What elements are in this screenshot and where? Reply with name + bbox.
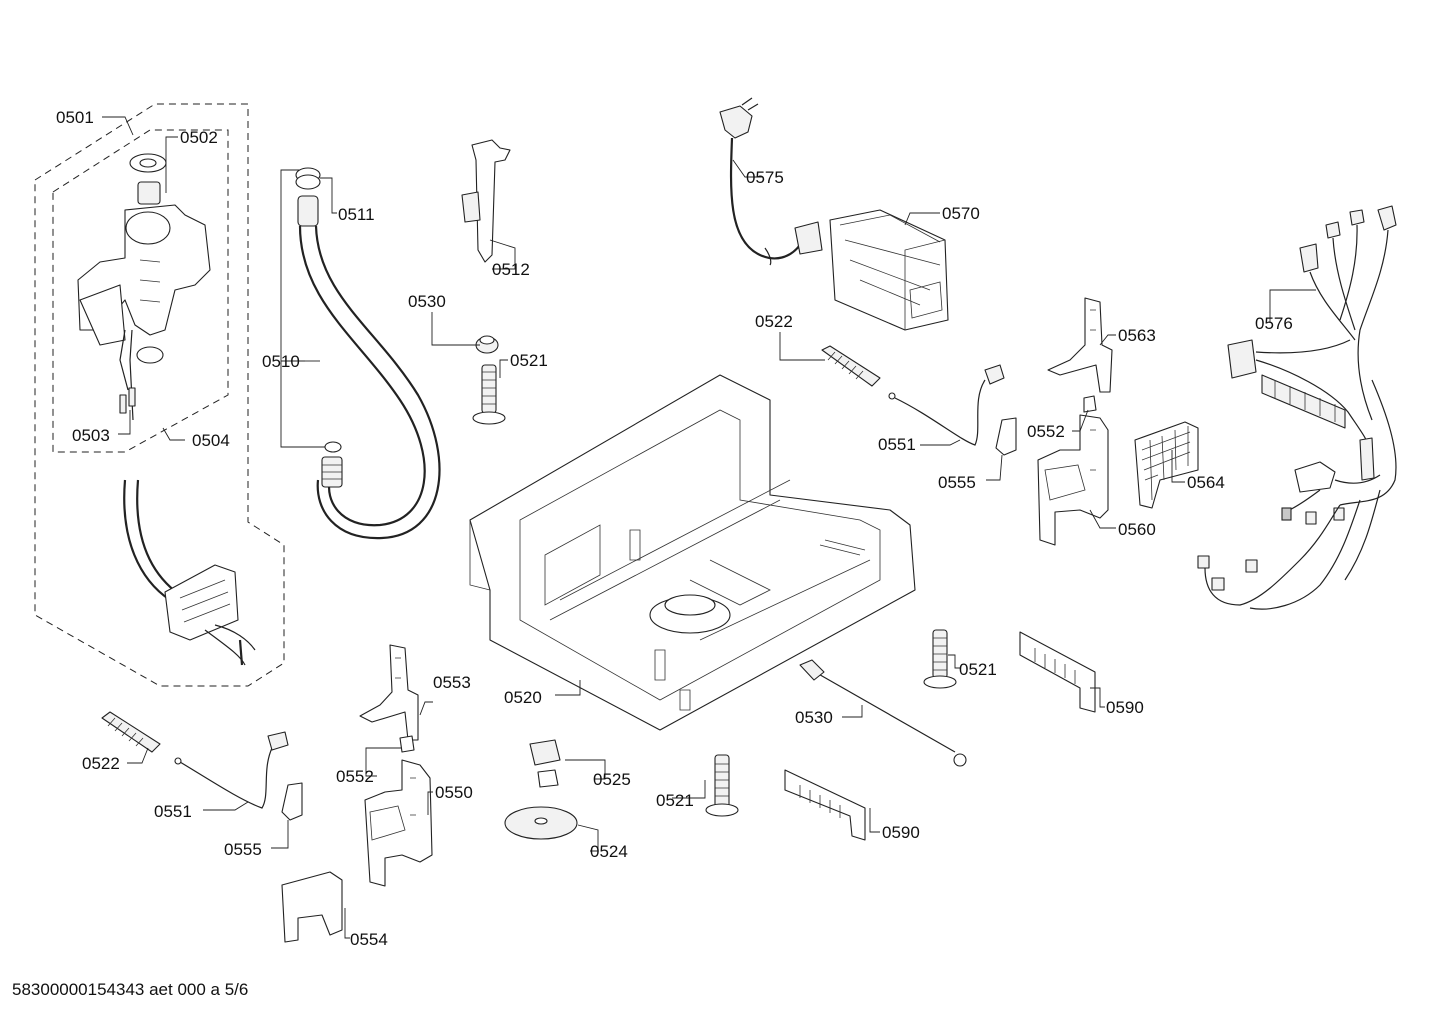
part-0555-clip-bottom <box>281 782 303 821</box>
label-0560: 0560 <box>1118 520 1156 539</box>
part-0552-clip-right <box>1083 395 1097 413</box>
part-0563-hinge-top <box>1047 297 1113 393</box>
part-0521-foot-a <box>472 364 506 425</box>
label-0554: 0554 <box>350 930 388 949</box>
label-0563: 0563 <box>1118 326 1156 345</box>
part-0554-bracket <box>281 871 343 943</box>
part-0551-wire-bottom <box>174 731 289 809</box>
label-0555-top: 0555 <box>938 473 976 492</box>
label-0551-bottom: 0551 <box>154 802 192 821</box>
part-0511-clamp <box>295 167 321 190</box>
label-0530-bottom: 0530 <box>795 708 833 727</box>
label-0524: 0524 <box>590 842 628 861</box>
label-0512: 0512 <box>492 260 530 279</box>
label-0550: 0550 <box>435 783 473 802</box>
part-labels: 0501 0502 0503 0504 0510 0511 0512 0530 … <box>56 108 1293 949</box>
part-0553-hinge-left <box>359 644 419 741</box>
part-0551-wire-top <box>888 364 1005 446</box>
part-0522-spring-top <box>821 345 881 387</box>
part-0512-bracket <box>461 139 511 263</box>
label-0570: 0570 <box>942 204 980 223</box>
label-0552-left: 0552 <box>336 767 374 786</box>
part-0576-harness <box>1197 205 1397 610</box>
label-0553: 0553 <box>433 673 471 692</box>
label-0501: 0501 <box>56 108 94 127</box>
assembly-group-0501 <box>34 103 285 687</box>
label-0504: 0504 <box>192 431 230 450</box>
document-footer-id: 58300000154343 aet 000 a 5/6 <box>12 980 249 999</box>
part-0555-clip-top <box>995 417 1017 456</box>
part-0504-hose <box>123 479 256 666</box>
label-0503: 0503 <box>72 426 110 445</box>
label-0564: 0564 <box>1187 473 1225 492</box>
leader-lines <box>102 116 1316 939</box>
part-inlet-valve <box>77 181 211 421</box>
label-0576: 0576 <box>1255 314 1293 333</box>
part-0570-module <box>829 209 949 331</box>
part-0530-rod <box>799 659 967 767</box>
part-0550-hinge-left <box>364 759 433 887</box>
label-0525: 0525 <box>593 770 631 789</box>
part-0520-base <box>469 374 916 731</box>
part-0530-knob <box>475 335 499 354</box>
label-0555-bottom: 0555 <box>224 840 262 859</box>
part-0560-hinge-right <box>1037 414 1109 546</box>
label-0520: 0520 <box>504 688 542 707</box>
part-0575-power-cord <box>719 97 823 266</box>
label-0502: 0502 <box>180 128 218 147</box>
part-0521-foot-c <box>705 754 739 817</box>
part-0522-spring-bottom <box>101 711 161 753</box>
part-0502-ring <box>129 153 167 173</box>
label-0522-bottom: 0522 <box>82 754 120 773</box>
part-0590-grille-top <box>1019 631 1096 713</box>
label-0590-top: 0590 <box>1106 698 1144 717</box>
label-0575: 0575 <box>746 168 784 187</box>
label-0590-bottom: 0590 <box>882 823 920 842</box>
part-0521-foot-b <box>923 629 957 689</box>
label-0510: 0510 <box>262 352 300 371</box>
label-0551-top: 0551 <box>878 435 916 454</box>
label-0521-right: 0521 <box>959 660 997 679</box>
label-0530-top: 0530 <box>408 292 446 311</box>
label-0521-top: 0521 <box>510 351 548 370</box>
label-0552-right: 0552 <box>1027 422 1065 441</box>
part-0510-hose <box>297 195 441 540</box>
part-0525-connector <box>529 739 561 788</box>
part-0564-cage <box>1134 421 1199 509</box>
label-0522-top: 0522 <box>755 312 793 331</box>
part-0552-clip-left <box>399 735 415 753</box>
label-0521-bottom: 0521 <box>656 791 694 810</box>
label-0511: 0511 <box>338 205 375 224</box>
part-0524-disc <box>504 806 578 840</box>
part-0590-grille-bottom <box>784 769 866 841</box>
